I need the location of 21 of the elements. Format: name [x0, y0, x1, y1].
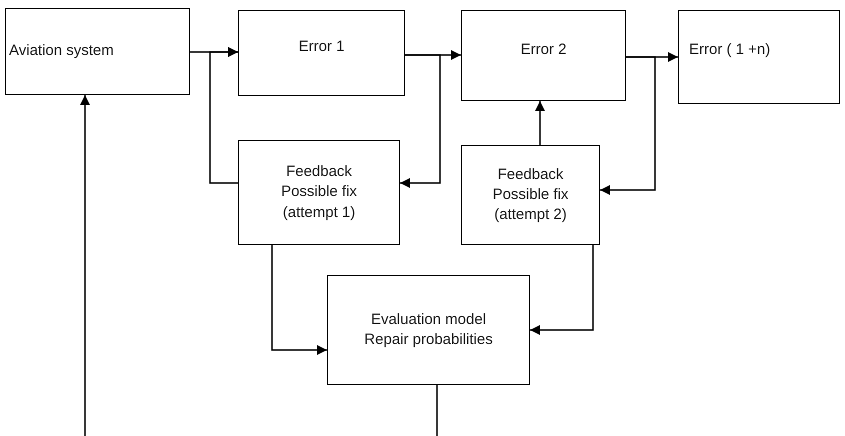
- box-label: Error 2: [520, 40, 566, 60]
- process-box: [461, 145, 600, 245]
- process-box: [327, 275, 530, 385]
- process-box: [678, 10, 840, 104]
- box-label: Feedback Possible fix (attempt 1): [280, 162, 358, 223]
- process-box: [461, 10, 626, 101]
- arrow: [535, 101, 545, 145]
- process-box: [238, 140, 400, 245]
- box-label: Error 1: [298, 36, 344, 57]
- box-label: Feedback Possible fix (attempt 2): [492, 164, 570, 226]
- box-label: Error ( 1 +n): [689, 40, 770, 60]
- arrow: [209, 47, 238, 184]
- arrow: [271, 245, 327, 355]
- box-label: Evaluation model Repair probabilities: [363, 310, 494, 350]
- arrow: [80, 95, 90, 436]
- arrow: [530, 245, 594, 335]
- process-box: [5, 8, 190, 95]
- arrow: [600, 56, 656, 195]
- arrow: [400, 54, 441, 188]
- process-box: [238, 10, 405, 96]
- box-label: Aviation system: [9, 41, 114, 62]
